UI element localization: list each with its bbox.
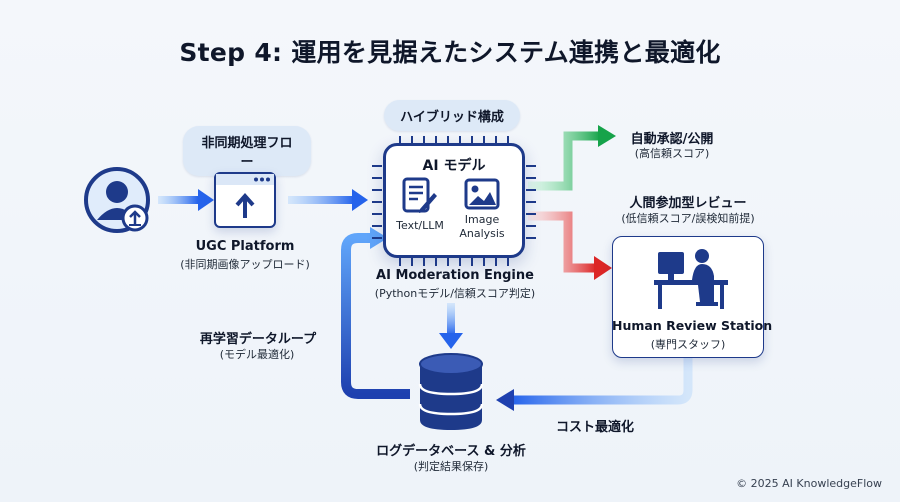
arrow-engine-to-db <box>439 303 463 349</box>
image-analysis-label-1: Image <box>464 213 500 226</box>
pill-hybrid: ハイブリッド構成 <box>384 100 520 131</box>
retrain-subtitle: (モデル最適化) <box>219 348 295 361</box>
image-icon <box>464 178 500 210</box>
pill-async-flow: 非同期処理フロー <box>183 126 311 176</box>
arrow-station-to-db <box>496 358 693 411</box>
auto-approve-subtitle: (高信頼スコア) <box>634 147 710 160</box>
arrow-user-to-ugc <box>158 189 214 211</box>
db-title: ログデータベース & 分析 <box>376 444 526 459</box>
arrow-engine-to-auto-approve <box>528 125 616 191</box>
ai-model-title: AI モデル <box>422 158 486 174</box>
engine-subtitle: (Pythonモデル/信頼スコア判定) <box>374 287 536 300</box>
upload-window-icon <box>214 172 276 228</box>
human-loop-title: 人間参加型レビュー <box>629 196 747 211</box>
document-edit-icon <box>402 177 438 215</box>
human-review-station-card <box>612 236 764 358</box>
retrain-title: 再学習データループ <box>199 332 317 347</box>
footer-copyright: © 2025 AI KnowledgeFlow <box>736 477 882 490</box>
ugc-title: UGC Platform <box>195 239 295 254</box>
page-title: Step 4: 運用を見据えたシステム連携と最適化 <box>179 38 721 67</box>
person-at-desk-icon <box>654 246 728 310</box>
auto-approve-title: 自動承認/公開 <box>630 132 714 147</box>
user-upload-icon <box>83 166 153 236</box>
db-subtitle: (判定結果保存) <box>413 460 489 473</box>
text-llm-label: Text/LLM <box>396 219 444 232</box>
image-analysis-label-2: Analysis <box>459 227 505 240</box>
arrow-ugc-to-engine <box>288 189 368 211</box>
ugc-subtitle: (非同期画像アップロード) <box>180 258 310 271</box>
arrow-engine-to-human-review <box>528 211 612 280</box>
engine-title: AI Moderation Engine <box>376 268 534 283</box>
human-loop-subtitle: (低信頼スコア/誤検知前提) <box>621 212 755 225</box>
station-subtitle: (専門スタッフ) <box>650 338 726 351</box>
database-icon <box>416 352 486 432</box>
station-title: Human Review Station <box>612 318 773 333</box>
cost-optimization-label: コスト最適化 <box>555 420 634 435</box>
